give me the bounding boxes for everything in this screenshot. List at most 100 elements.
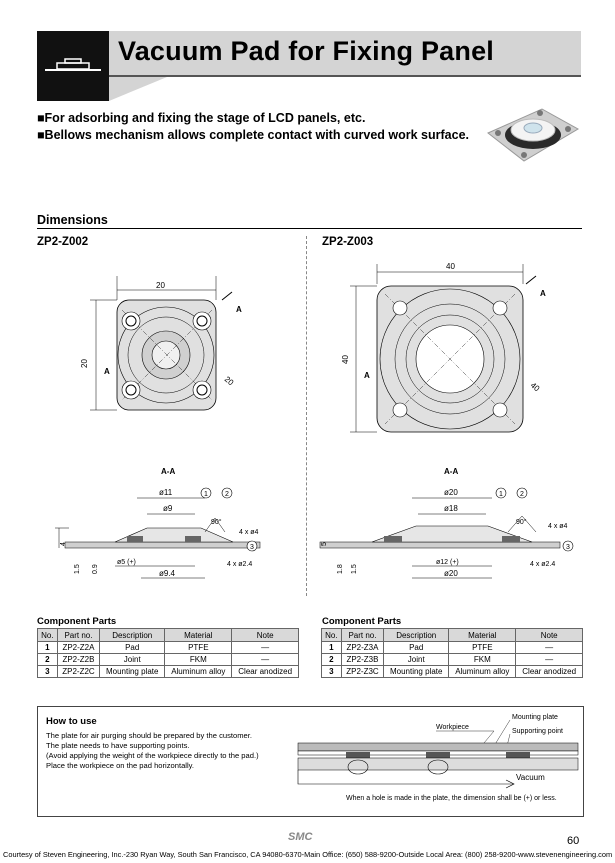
cell: 1 [37,641,58,654]
vacuum-label: Vacuum [516,773,545,782]
table-row: 2 ZP2-Z3B Joint FKM — [321,653,583,666]
col-header: No. [37,628,58,642]
table-row: 3 ZP2-Z3C Mounting plate Aluminum alloy … [321,665,583,678]
section-title: A-A [161,467,175,476]
callout-2: 2 [520,491,524,498]
col-header: Note [515,628,583,642]
cell: Mounting plate [99,665,166,678]
callout-1: 1 [204,491,208,498]
section-marker-a: A [364,371,370,380]
product-photo [487,108,580,162]
cell: Clear anodized [515,665,583,678]
table-header-row: No. Part no. Description Material Note [37,628,299,642]
column-divider [306,236,307,596]
z002-d94-label: ø9.4 [159,569,176,578]
col-header: No. [321,628,342,642]
cell: PTFE [164,641,233,654]
callout-2: 2 [225,491,229,498]
feature-list: ■For adsorbing and fixing the stage of L… [37,110,469,144]
cell: — [231,653,299,666]
component-parts-table-z002: No. Part no. Description Material Note 1… [37,628,299,678]
cell: Joint [383,653,450,666]
section-marker-a: A [540,289,546,298]
cell: FKM [448,653,517,666]
model-z002-label: ZP2-Z002 [37,236,89,248]
pad-icon [45,58,101,71]
cell: — [515,641,583,654]
page-title: Vacuum Pad for Fixing Panel [118,36,494,66]
how-to-use-title: How to use [46,716,97,727]
z003-d18-label: ø18 [444,504,458,513]
how-to-use-line: The plate for air purging should be prep… [46,731,252,740]
z003-angle-label: 90° [516,518,527,526]
z003-h5-label: 5 [321,542,328,546]
dimensions-heading: Dimensions [37,213,108,227]
cell: 2 [37,653,58,666]
z002-holes-label: 4 x ø4 [239,529,259,536]
model-z003-label: ZP2-Z003 [322,236,374,248]
z003-holes2-label: 4 x ø2.4 [530,561,555,568]
component-parts-title: Component Parts [322,616,402,627]
supporting-point-label: Supporting point [512,728,563,735]
cell: PTFE [448,641,517,654]
cell: Pad [99,641,166,654]
z002-d9-label: ø9 [163,504,173,513]
smc-logo: SMC [288,831,313,843]
cell: — [231,641,299,654]
col-header: Part no. [340,628,385,642]
dimensions-rule [37,228,582,229]
z002-top-view: 20 20 A 20 A [80,276,242,411]
feature-item: ■Bellows mechanism allows complete conta… [37,128,469,142]
usage-diagram: Mounting plate Supporting point Workpiec… [297,714,579,802]
section-marker-a: A [104,367,110,376]
z003-d20-label: ø20 [444,488,458,497]
how-to-use-box [37,706,584,817]
cell: ZP2-Z3C [340,665,385,678]
z002-h4-label: 4 [60,542,67,546]
table-row: 3 ZP2-Z2C Mounting plate Aluminum alloy … [37,665,299,678]
z003-holes-label: 4 x ø4 [548,523,568,530]
z002-width-label: 20 [156,281,165,290]
z002-d11-label: ø11 [159,488,173,497]
cell: Aluminum alloy [164,665,233,678]
z002-angle-label: 90° [211,518,222,526]
cell: Aluminum alloy [448,665,517,678]
z003-d20b-label: ø20 [444,569,458,578]
hole-note: When a hole is made in the plate, the di… [346,795,557,802]
cell: Clear anodized [231,665,299,678]
table-row: 1 ZP2-Z2A Pad PTFE — [37,641,299,654]
z003-height-label: 40 [341,355,350,364]
z002-section-view: A-A ø11 ø9 4 1.5 0.9 ø5 (+) ø9.4 90° 4 x… [55,467,261,579]
z003-section-view: A-A ø20 ø18 5 1.8 1.5 ø12 (+) ø20 90° 4 … [319,467,574,579]
table-row: 1 ZP2-Z3A Pad PTFE — [321,641,583,654]
section-title: A-A [444,467,458,476]
cell: Joint [99,653,166,666]
component-parts-table-z003: No. Part no. Description Material Note 1… [321,628,583,678]
cell: — [515,653,583,666]
cell: Pad [383,641,450,654]
cell: ZP2-Z2B [56,653,101,666]
cell: ZP2-Z3B [340,653,385,666]
component-parts-title: Component Parts [37,616,117,627]
z002-diag-label: 20 [223,375,236,388]
section-marker-a: A [236,305,242,314]
cell: 2 [321,653,342,666]
cell: ZP2-Z3A [340,641,385,654]
col-header: Material [164,628,233,642]
z002-height-label: 20 [80,359,89,368]
how-to-use-line: Place the workpiece on the pad horizonta… [46,761,195,770]
title-bar [109,31,581,77]
title-bar-tab [109,77,167,101]
table-row: 2 ZP2-Z2B Joint FKM — [37,653,299,666]
cell: ZP2-Z2C [56,665,101,678]
cell: ZP2-Z2A [56,641,101,654]
z002-holes2-label: 4 x ø2.4 [227,561,252,568]
mounting-plate-label: Mounting plate [512,714,558,721]
cell: 3 [37,665,58,678]
col-header: Note [231,628,299,642]
title-icon-block [37,31,109,101]
callout-1: 1 [499,491,503,498]
z002-h09-label: 0.9 [92,564,99,574]
col-header: Description [383,628,450,642]
z002-h15-label: 1.5 [74,564,81,574]
